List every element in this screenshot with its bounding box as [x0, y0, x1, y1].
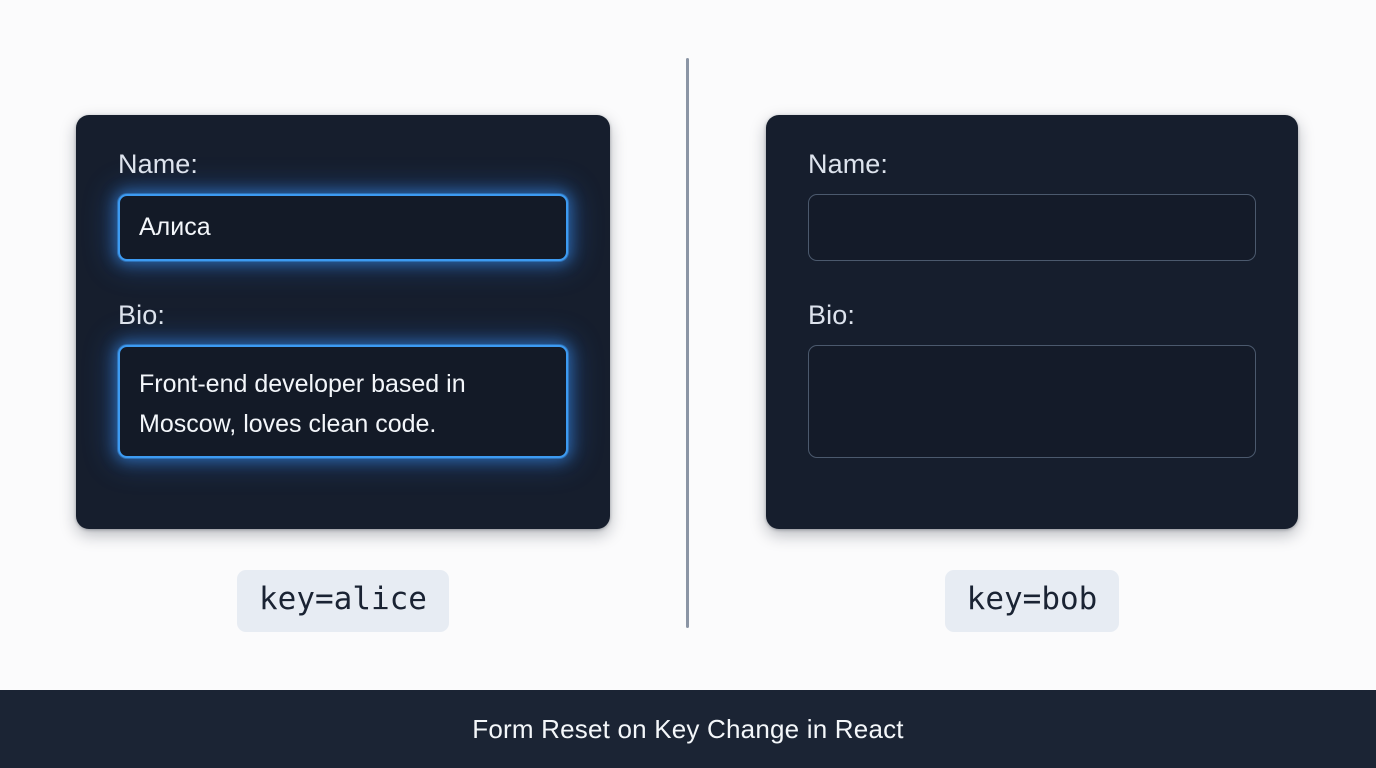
bio-label: Bio:: [808, 300, 855, 330]
vertical-divider: [686, 58, 689, 628]
name-label: Name:: [808, 149, 889, 179]
form-card-bob: Name: Bio:: [766, 115, 1298, 529]
panel-bob: Name: Bio:: [766, 115, 1298, 529]
key-badge-bob: key=bob: [944, 570, 1120, 632]
name-input-value: Алиса: [139, 213, 211, 241]
name-input[interactable]: Алиса: [118, 194, 568, 261]
name-label: Name:: [118, 149, 199, 179]
form-card-alice: Name: Алиса Bio: Front-end developer bas…: [76, 115, 610, 529]
caption-text: Form Reset on Key Change in React: [472, 714, 904, 744]
panel-alice: Name: Алиса Bio: Front-end developer bas…: [76, 115, 610, 529]
bio-label: Bio:: [118, 300, 165, 330]
key-badge-row-bob: key=bob: [766, 570, 1298, 632]
key-badge-row-alice: key=alice: [76, 570, 610, 632]
key-badge-alice: key=alice: [237, 570, 449, 632]
name-input[interactable]: [808, 194, 1256, 261]
bio-textarea[interactable]: [808, 345, 1256, 458]
caption-bar: Form Reset on Key Change in React: [0, 690, 1376, 768]
bio-textarea-value: Front-end developer based in Moscow, lov…: [139, 370, 466, 438]
bio-textarea[interactable]: Front-end developer based in Moscow, lov…: [118, 345, 568, 458]
diagram-stage: Name: Алиса Bio: Front-end developer bas…: [76, 58, 1298, 632]
